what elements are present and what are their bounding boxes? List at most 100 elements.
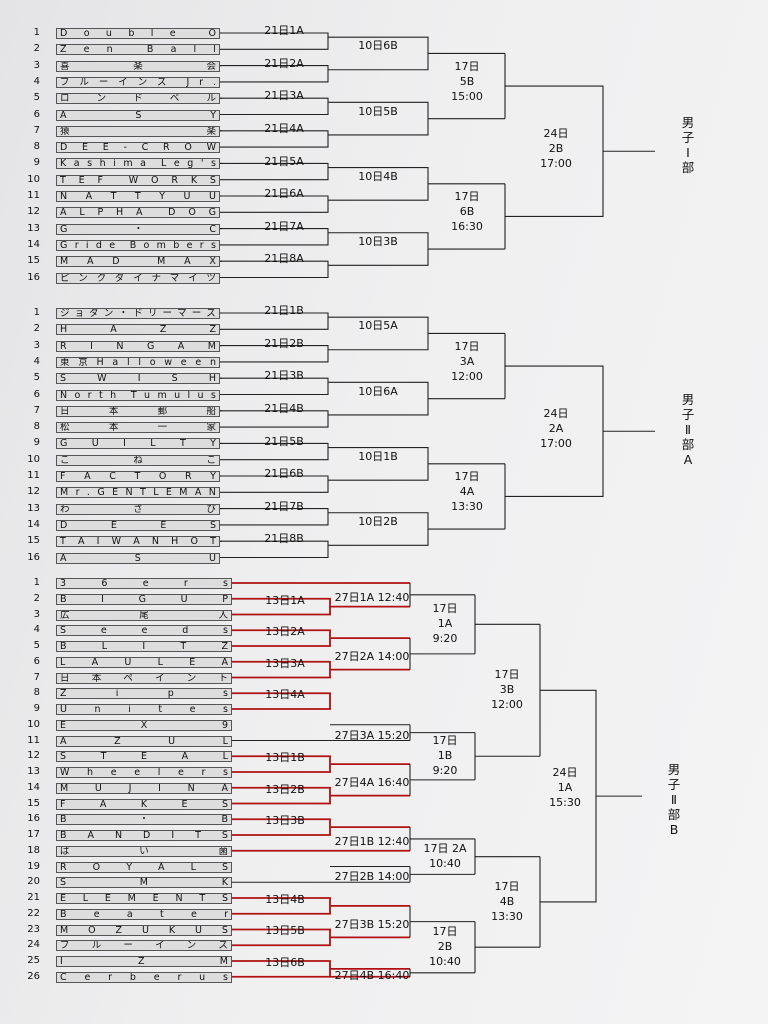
team-name-char: ョ <box>74 308 85 319</box>
round1-match-label: 21日1B <box>264 304 304 318</box>
team-name-box: 日本ペイント <box>56 672 232 684</box>
semifinal-match-label: 13:30 <box>451 500 483 514</box>
team-name-char: G <box>97 487 105 499</box>
team-name-char: P <box>97 207 104 219</box>
team-number: 12 <box>27 486 40 498</box>
team-name-char: B <box>60 593 67 605</box>
team-name-char: d <box>182 625 189 637</box>
final-match-label: 1A <box>557 781 573 795</box>
team-name-char: G <box>60 239 68 251</box>
team-name-char: ば <box>60 845 70 857</box>
team-name-char: u <box>199 971 206 983</box>
semifinal-match-label: 6B <box>459 205 475 219</box>
team-name-char: I <box>158 782 161 794</box>
team-name-char: N <box>60 191 68 202</box>
team-name-char: H <box>171 536 179 548</box>
team-name-char: O <box>188 207 196 219</box>
team-name-char: D <box>168 207 176 219</box>
quarterfinal-match-label: 17日 <box>432 733 458 747</box>
team-name-char: 3 <box>60 578 67 589</box>
team-number: 1 <box>33 307 40 318</box>
semifinal-match-label: 17日 <box>494 879 520 893</box>
round2-match-label: 10日6B <box>358 39 398 53</box>
team-name-char: Z <box>138 956 145 967</box>
round1-match-label: 21日2A <box>264 56 304 70</box>
round2-match-label: 27日2A 14:00 <box>334 649 410 663</box>
team-name-char: A <box>184 256 191 268</box>
team-name-char: M <box>139 877 148 889</box>
team-name-char: F <box>60 798 66 810</box>
team-name-char: ー <box>98 76 109 88</box>
team-name-box: 日本郵船 <box>56 405 220 417</box>
team-name-char: ー <box>191 308 202 319</box>
team-name-char: r <box>74 239 79 251</box>
team-name-char: H <box>96 356 104 368</box>
semifinal-match-label: 16:30 <box>451 220 483 234</box>
team-number: 3 <box>33 59 40 71</box>
team-name-char: ペ <box>123 672 133 684</box>
team-number: 14 <box>27 238 40 250</box>
team-name-char: ー <box>162 308 172 319</box>
round1-match-label: 13日2A <box>265 625 305 639</box>
team-name-char: T <box>100 751 107 763</box>
team-name-char: S <box>221 798 228 810</box>
round1-match-label: 13日4B <box>265 892 305 906</box>
team-number: 16 <box>27 551 40 563</box>
round1-connector <box>220 130 329 148</box>
team-name-char: U <box>141 924 149 936</box>
semifinal-match-label: 17日 <box>454 340 480 354</box>
team-name-char: マ <box>177 308 187 319</box>
round2-match-label: 27日2B 14:00 <box>334 870 410 884</box>
team-name-char: I <box>96 536 100 548</box>
team-name-char: 楽 <box>206 125 216 137</box>
team-name-char: a <box>73 158 80 170</box>
team-name-char: ベ <box>169 93 180 105</box>
team-name-char: L <box>101 641 108 652</box>
team-name-char: I <box>123 438 126 450</box>
team-name-char: H <box>208 373 216 385</box>
final-match-label: 17:00 <box>540 437 572 451</box>
team-number: 16 <box>27 813 40 825</box>
team-name-box: ばい菌 <box>56 845 232 857</box>
final-match-label: 2B <box>548 142 564 156</box>
team-name-char: D <box>60 519 68 531</box>
team-name-char: L <box>153 487 159 499</box>
team-name-char: e <box>190 908 197 920</box>
round1-match-label: 21日8A <box>264 252 304 266</box>
team-name-char: ブ <box>60 76 70 88</box>
team-name-char: O <box>158 471 167 482</box>
team-name-char: e <box>178 767 184 778</box>
team-name-char: 6 <box>101 578 108 589</box>
round1-connector <box>220 195 329 213</box>
team-name-char: い <box>139 845 149 857</box>
team-name-char: こ <box>60 454 70 466</box>
team-name-char: U <box>168 735 176 747</box>
team-number: 17 <box>27 829 40 840</box>
team-name-char: 猿 <box>60 125 70 137</box>
team-name-char: S <box>134 552 141 564</box>
team-name-char: C <box>109 471 116 482</box>
team-name-char: - <box>123 142 127 154</box>
team-name-char: e <box>180 356 187 368</box>
round1-match-label: 21日3A <box>264 89 304 103</box>
team-name-char: E <box>60 719 67 731</box>
team-name-char: A <box>87 830 95 841</box>
team-name-char: R <box>60 340 67 352</box>
semifinal-match-label: 17日 <box>494 668 520 682</box>
team-number: 6 <box>33 655 40 667</box>
team-name-char: M <box>60 924 69 936</box>
team-number: 4 <box>33 355 40 367</box>
team-name-char: K <box>140 798 148 810</box>
team-name-char: u <box>197 389 204 401</box>
team-name-char: K <box>190 174 198 186</box>
team-name-char: T <box>180 641 187 652</box>
team-name-char: ダ <box>89 308 99 319</box>
team-name-box: こねこ <box>56 454 220 466</box>
team-number: 1 <box>33 577 40 588</box>
semifinal-match-label: 3B <box>499 683 515 697</box>
